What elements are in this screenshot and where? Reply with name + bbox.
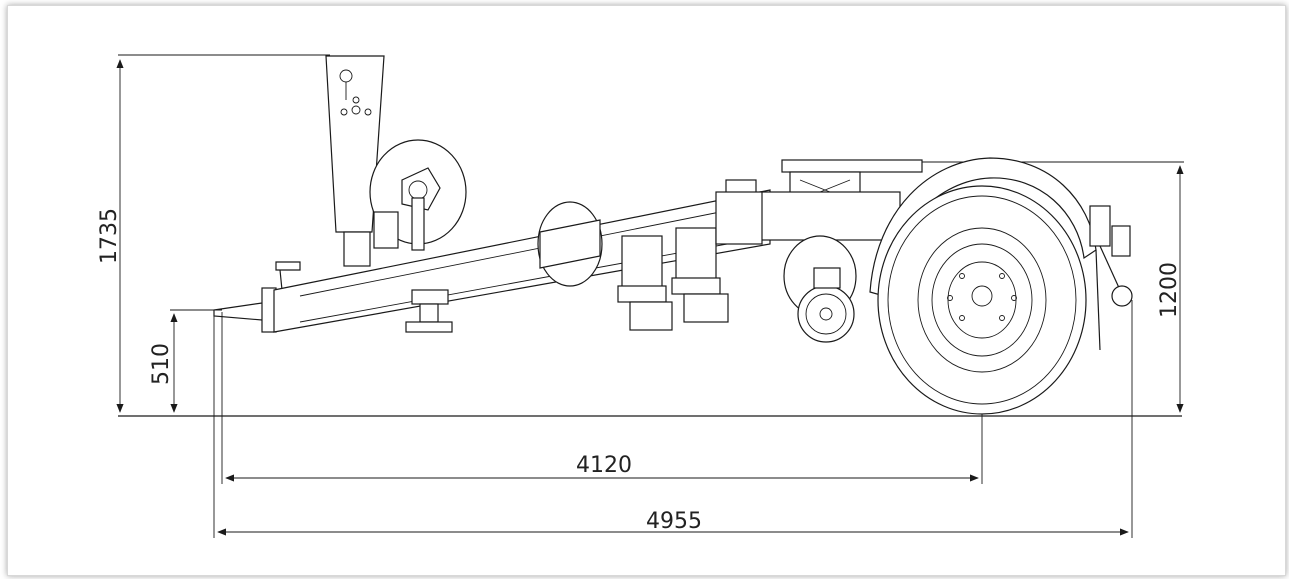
dim-height-deck-label: 1200 bbox=[1157, 262, 1182, 318]
main-wheel bbox=[877, 185, 1087, 415]
dim-length-axle-label: 4120 bbox=[576, 453, 632, 478]
rear-frame bbox=[715, 159, 923, 245]
clamp-right bbox=[671, 227, 729, 323]
clamp-left bbox=[617, 235, 673, 331]
reel-upper bbox=[369, 139, 467, 251]
dim-height-hitch-label: 510 bbox=[149, 343, 174, 385]
spare-wheel bbox=[537, 201, 603, 287]
reel-rear bbox=[783, 235, 857, 343]
dim-height-hitch: 510 bbox=[149, 309, 222, 413]
rear-bracket bbox=[1089, 205, 1133, 351]
dim-length-axle: 4120 bbox=[221, 300, 983, 484]
support-leg bbox=[405, 289, 453, 333]
dim-height-total-label: 1735 bbox=[97, 208, 122, 264]
dim-height-total: 1735 bbox=[97, 54, 330, 413]
dim-height-deck: 1200 bbox=[920, 161, 1184, 413]
mast-plate bbox=[325, 55, 385, 267]
dim-length-overall-label: 4955 bbox=[646, 509, 702, 534]
dim-length-overall: 4955 bbox=[213, 300, 1133, 538]
